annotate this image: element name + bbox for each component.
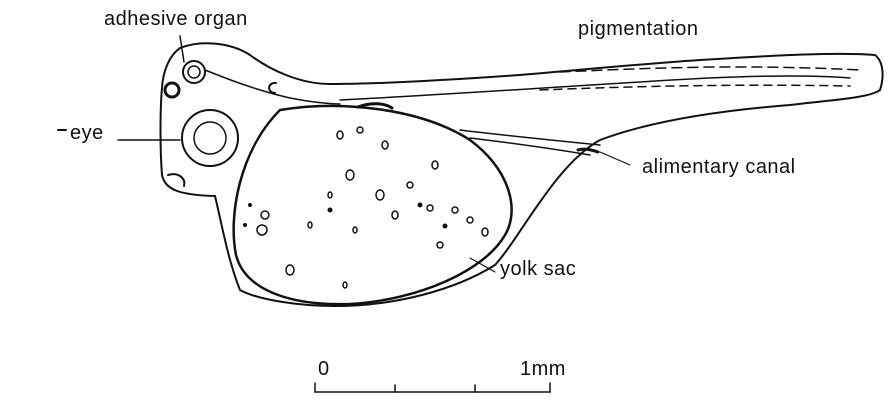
label-pigmentation: pigmentation — [578, 18, 699, 41]
label-alimentary-canal: alimentary canal — [642, 156, 796, 179]
eye-inner — [194, 122, 226, 154]
mouth — [168, 174, 184, 186]
scale-end-label: 1mm — [520, 358, 566, 381]
scale-start-label: 0 — [318, 358, 330, 381]
yolk-granules — [243, 127, 488, 288]
adhesive-organ-shape — [183, 61, 205, 83]
alimentary-canal-mark — [578, 149, 598, 152]
eye-outer — [182, 110, 238, 166]
head-c-mark — [269, 83, 276, 93]
leader-alimentary — [600, 152, 630, 165]
label-eye: eye — [70, 122, 104, 145]
label-yolk-sac: yolk sac — [500, 258, 576, 281]
leader-adhesive — [180, 36, 184, 62]
head-inner-line — [205, 70, 340, 104]
adhesive-organ-inner — [188, 66, 200, 78]
label-adhesive-organ: adhesive organ — [104, 8, 248, 31]
yolk-sac-outline — [234, 106, 512, 304]
nostril-mark — [165, 83, 179, 97]
scale-bar — [315, 383, 550, 392]
gut-line-2 — [470, 138, 590, 155]
tail-inner-line — [340, 76, 850, 100]
gut-line-1 — [460, 130, 600, 145]
